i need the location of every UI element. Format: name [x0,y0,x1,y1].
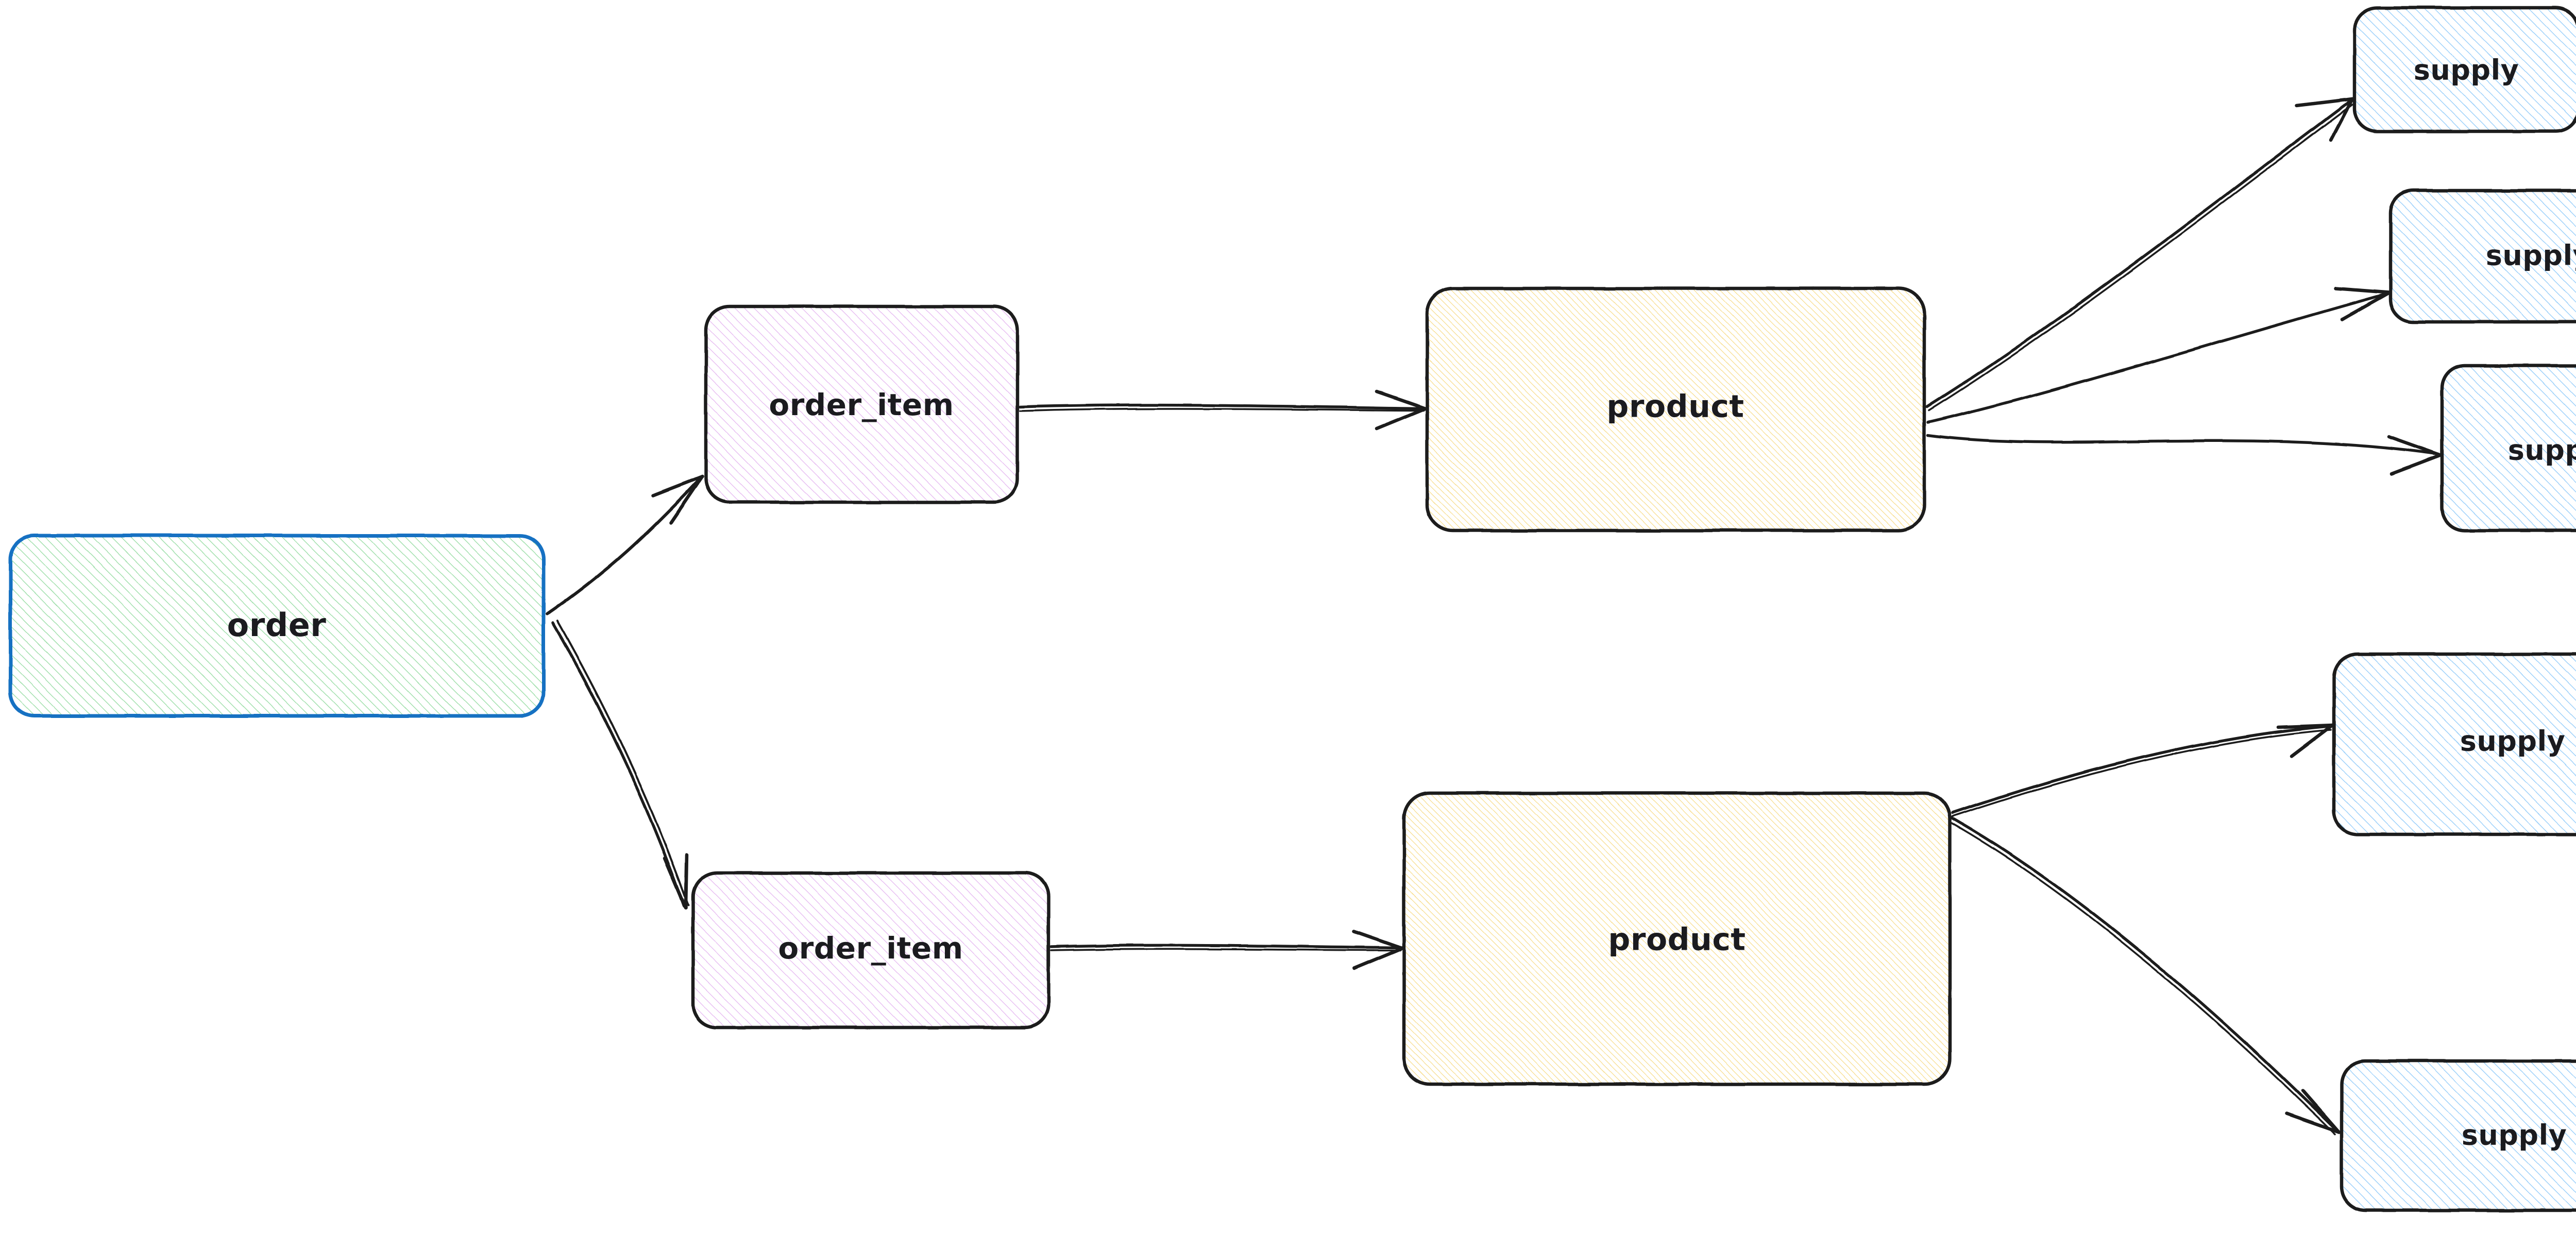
node-order[interactable]: order [8,534,546,718]
node-order-label: order [227,606,327,644]
node-supply-top-1[interactable]: supply [2352,6,2576,133]
edge-order-item-bottom-to-product-bottom[interactable] [1049,929,1404,970]
node-supply-top-3-shape[interactable] [2440,364,2576,533]
node-supply-bottom-1-label: supply [2460,725,2566,758]
node-product-bottom-shape[interactable] [1402,791,1952,1086]
node-order-item-top-shape[interactable] [704,304,1020,504]
node-product-bottom-label: product [1608,922,1745,958]
node-supply-top-1-shape[interactable] [2352,6,2576,133]
node-order-item-bottom-label: order_item [778,931,963,966]
edges-layer [546,97,2443,1135]
node-product-top-label: product [1606,389,1744,425]
node-product-bottom[interactable]: product [1402,791,1952,1086]
node-order-item-top-label: order_item [769,387,954,422]
node-supply-bottom-2[interactable]: supply [2340,1059,2576,1212]
node-supply-top-2-label: supply [2486,239,2576,272]
edge-product-bottom-to-supply-b1[interactable] [1951,723,2334,817]
node-supply-bottom-2-shape[interactable] [2340,1059,2576,1212]
node-product-top-shape[interactable] [1425,286,1926,533]
node-product-top[interactable]: product [1425,286,1926,533]
edge-order-to-order-item-top[interactable] [546,474,704,615]
edge-product-top-to-supply-t3[interactable] [1926,434,2443,476]
node-supply-top-2[interactable]: supply [2388,189,2576,324]
edge-product-bottom-to-supply-b2[interactable] [1948,816,2341,1135]
nodes-layer: order order_item order_item product prod… [8,6,2576,1212]
edge-product-top-to-supply-t2[interactable] [1926,286,2392,424]
node-order-shape[interactable] [8,534,546,718]
edge-order-to-order-item-bottom[interactable] [551,620,689,910]
node-supply-bottom-1-shape[interactable] [2332,652,2576,836]
node-supply-bottom-1[interactable]: supply [2332,652,2576,836]
node-supply-top-1-label: supply [2414,54,2519,87]
node-supply-top-3-label: supply [2508,434,2576,467]
node-order-item-bottom[interactable]: order_item [691,871,1050,1030]
node-supply-top-2-shape[interactable] [2388,189,2576,324]
node-order-item-top[interactable]: order_item [704,304,1020,504]
node-order-item-bottom-shape[interactable] [691,871,1050,1030]
node-supply-bottom-2-label: supply [2462,1119,2567,1152]
edge-product-top-to-supply-t1[interactable] [1925,97,2354,412]
node-supply-top-3[interactable]: supply [2440,364,2576,533]
edge-order-item-top-to-product-top[interactable] [1019,389,1428,431]
